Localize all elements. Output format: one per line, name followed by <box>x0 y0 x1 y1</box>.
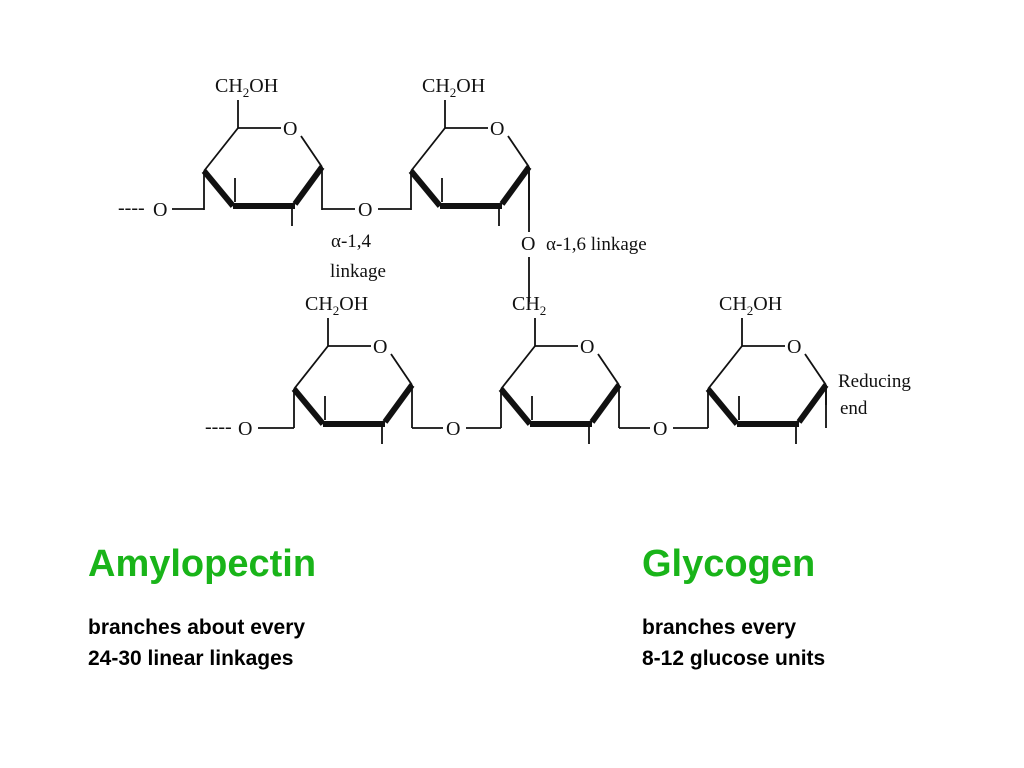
ch2oh-label: CH2OH <box>719 293 782 318</box>
bond-c2-c1-front <box>589 383 622 424</box>
ring-oxygen: O <box>283 118 297 140</box>
ring-oxygen: O <box>787 336 801 358</box>
glycosidic-linkages: ---- O O O ---- O O O <box>118 167 827 440</box>
ch2oh-label: CH2OH <box>215 75 278 100</box>
glycogen-description-line2: 8-12 glucose units <box>642 647 826 670</box>
alpha-1-4-label-line1: α-1,4 <box>331 231 372 252</box>
ring-oxygen: O <box>373 336 387 358</box>
bond-c4-c3 <box>705 387 740 426</box>
amylopectin-description-line1: branches about every <box>88 616 306 639</box>
ring-oxygen: O <box>490 118 504 140</box>
glycogen-title: Glycogen <box>642 543 816 585</box>
bond-c5-c4 <box>203 127 239 172</box>
linkage-oxygen: O <box>153 199 167 221</box>
glycogen-description: branches every 8-12 glucose units <box>642 612 825 674</box>
chain-continuation-dash: ---- <box>205 416 232 438</box>
linkage-oxygen: O <box>653 418 667 440</box>
ch2oh-label: CH2OH <box>422 75 485 100</box>
bond-o-c1 <box>597 353 620 386</box>
bond-c5-c4 <box>500 345 536 390</box>
reducing-end-label-line2: end <box>840 398 868 419</box>
bond-o-c1 <box>804 353 827 386</box>
bond-c5-c4 <box>707 345 743 390</box>
bond-c4-c3 <box>408 169 443 208</box>
bond-c2-c1-front <box>292 165 325 206</box>
bond-o-c1 <box>300 135 323 168</box>
alpha-1-6-label: α-1,6 linkage <box>546 234 647 255</box>
linkage-oxygen: O <box>238 418 252 440</box>
bond-c4-c3 <box>291 387 326 426</box>
bond-c2-c1-front <box>796 383 829 424</box>
chain-continuation-dash: ---- <box>118 197 145 219</box>
bond-c2-c1-front <box>382 383 415 424</box>
bond-c4-c3 <box>201 169 236 208</box>
amylopectin-description: branches about every 24-30 linear linkag… <box>88 612 305 674</box>
glycogen-description-line1: branches every <box>642 616 797 639</box>
bond-c5-c4 <box>410 127 446 172</box>
bond-c2-c1-front <box>499 165 532 206</box>
linkage-oxygen: O <box>358 199 372 221</box>
reducing-end-label-line1: Reducing <box>838 371 911 392</box>
ring-oxygen: O <box>580 336 594 358</box>
linkage-oxygen: O <box>446 418 460 440</box>
linkage-oxygen-alpha-1-6: O <box>521 233 535 255</box>
bond-c5-c4 <box>293 345 329 390</box>
amylopectin-description-line2: 24-30 linear linkages <box>88 647 294 670</box>
amylopectin-title: Amylopectin <box>88 543 317 585</box>
bond-o-c1 <box>507 135 530 168</box>
ch2-label: CH2 <box>512 293 546 318</box>
bond-o-c1 <box>390 353 413 386</box>
glucose-ring-4: O CH2 <box>498 293 622 444</box>
bond-c4-c3 <box>498 387 533 426</box>
ch2oh-label: CH2OH <box>305 293 368 318</box>
alpha-1-4-label-line2: linkage <box>330 261 386 282</box>
